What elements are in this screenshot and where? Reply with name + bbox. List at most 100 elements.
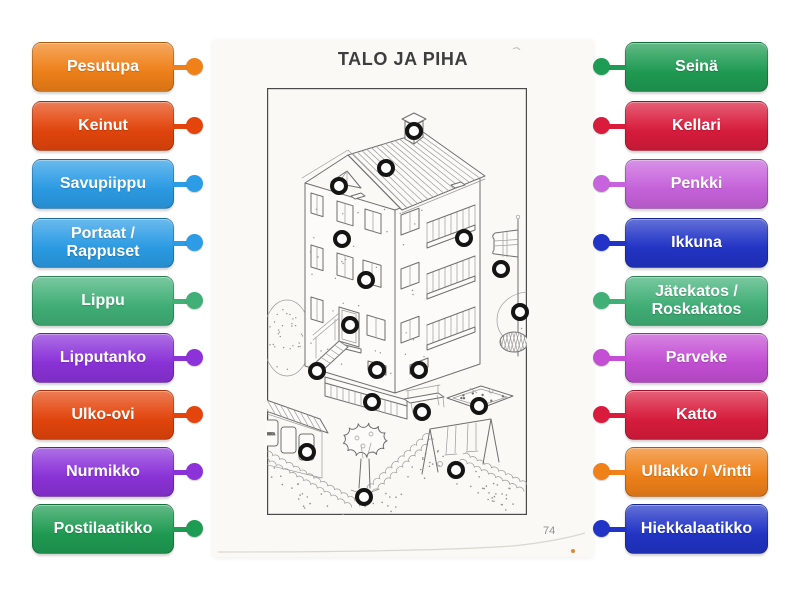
word-label-right-2[interactable]: Penkki [593, 159, 768, 209]
word-label-box[interactable]: Katto [625, 390, 768, 440]
word-label-left-7[interactable]: Nurmikko [32, 447, 206, 497]
drop-marker-flagpole[interactable] [510, 302, 529, 321]
connector-stub [603, 240, 627, 246]
word-label-text: Ulko-ovi [71, 406, 135, 424]
connector-dot [186, 349, 203, 366]
word-label-text: Lipputanko [59, 349, 147, 367]
connector-dot [186, 292, 203, 309]
word-label-text: Savupiippu [59, 175, 147, 193]
word-label-box[interactable]: Ikkuna [625, 218, 768, 268]
word-label-box[interactable]: Seinä [625, 42, 768, 92]
drop-marker-front-door[interactable] [340, 315, 359, 334]
connector-stub [172, 355, 196, 361]
word-label-left-5[interactable]: Lipputanko [32, 333, 206, 383]
roof-hatch-1 [350, 192, 366, 200]
connector-dot [593, 175, 610, 192]
drop-marker-wall[interactable] [332, 229, 351, 248]
word-label-text: Parveke [665, 349, 728, 367]
drop-marker-chimney[interactable] [404, 121, 423, 140]
connector-stub [603, 526, 627, 532]
connector-dot [593, 349, 610, 366]
eaves-line [401, 178, 486, 214]
word-label-box[interactable]: Parveke [625, 333, 768, 383]
word-label-box[interactable]: Portaat / Rappuset [32, 218, 174, 268]
drop-marker-stairs[interactable] [307, 361, 326, 380]
connector-dot [593, 234, 610, 251]
balcony-unit [426, 306, 476, 351]
connector-stub [603, 355, 627, 361]
word-label-left-0[interactable]: Pesutupa [32, 42, 206, 92]
drop-marker-sandbox[interactable] [469, 396, 488, 415]
word-label-text: Kellari [672, 117, 721, 135]
drop-marker-attic-gable[interactable] [329, 176, 348, 195]
drop-marker-storage-shed[interactable] [362, 392, 381, 411]
drop-marker-bench[interactable] [412, 402, 431, 421]
word-label-box[interactable]: Ulko-ovi [32, 390, 174, 440]
connector-stub [172, 181, 196, 187]
word-label-text: Jätekatos / Roskakatos [651, 283, 742, 318]
connector-dot [186, 406, 203, 423]
connector-dot [593, 406, 610, 423]
windows [310, 192, 420, 344]
word-label-left-4[interactable]: Lippu [32, 276, 206, 326]
word-label-box[interactable]: Postilaatikko [32, 504, 174, 554]
stucco-texture [309, 208, 425, 374]
word-label-left-1[interactable]: Keinut [32, 101, 206, 151]
word-label-box[interactable]: Penkki [625, 159, 768, 209]
connector-dot [186, 175, 203, 192]
word-label-left-6[interactable]: Ulko-ovi [32, 390, 206, 440]
word-label-box[interactable]: Lipputanko [32, 333, 174, 383]
word-label-text: Nurmikko [66, 463, 140, 481]
drop-marker-swing[interactable] [446, 460, 465, 479]
word-label-box[interactable]: Hiekkalaatikko [625, 504, 768, 554]
connector-stub [172, 469, 196, 475]
apartment-house [301, 112, 486, 394]
word-label-box[interactable]: Jätekatos / Roskakatos [625, 276, 768, 326]
word-label-box[interactable]: Pesutupa [32, 42, 174, 92]
connector-stub [603, 469, 627, 475]
drop-marker-lawn[interactable] [354, 487, 373, 506]
flag-cross [493, 231, 519, 258]
word-label-right-4[interactable]: Jätekatos / Roskakatos [593, 276, 768, 326]
drop-marker-window[interactable] [356, 270, 375, 289]
connector-dot [186, 58, 203, 75]
word-label-right-7[interactable]: Ullakko / Vintti [593, 447, 768, 497]
scan-speck [571, 549, 575, 553]
page-number: 74 [543, 525, 556, 537]
word-label-left-3[interactable]: Portaat / Rappuset [32, 218, 206, 268]
word-label-right-3[interactable]: Ikkuna [593, 218, 768, 268]
ground-patches [267, 291, 527, 515]
connector-dot [593, 463, 610, 480]
connector-stub [603, 298, 627, 304]
word-label-box[interactable]: Ullakko / Vintti [625, 447, 768, 497]
word-label-right-6[interactable]: Katto [593, 390, 768, 440]
connector-stub [172, 298, 196, 304]
word-label-right-1[interactable]: Kellari [593, 101, 768, 151]
word-label-left-8[interactable]: Postilaatikko [32, 504, 206, 554]
word-label-right-5[interactable]: Parveke [593, 333, 768, 383]
drop-marker-roof[interactable] [376, 158, 395, 177]
worksheet-title: TALO JA PIHA [337, 49, 469, 69]
worksheet-page: TALO JA PIHA [213, 40, 593, 557]
gable-overhang [301, 149, 407, 208]
drop-marker-balcony[interactable] [454, 228, 473, 247]
word-label-box[interactable]: Savupiippu [32, 159, 174, 209]
connector-stub [172, 240, 196, 246]
word-label-text: Hiekkalaatikko [640, 520, 753, 538]
word-label-right-0[interactable]: Seinä [593, 42, 768, 92]
drop-marker-cellar-window-1[interactable] [367, 360, 386, 379]
word-label-text: Pesutupa [66, 58, 139, 76]
word-label-box[interactable]: Lippu [32, 276, 174, 326]
word-label-left-2[interactable]: Savupiippu [32, 159, 206, 209]
drop-marker-cellar-window-2[interactable] [409, 360, 428, 379]
connector-stub [172, 412, 196, 418]
word-label-box[interactable]: Kellari [625, 101, 768, 151]
word-label-box[interactable]: Nurmikko [32, 447, 174, 497]
drop-marker-flag[interactable] [491, 259, 510, 278]
tree [342, 422, 388, 494]
drop-marker-waste-shelter[interactable] [297, 442, 316, 461]
word-label-box[interactable]: Keinut [32, 101, 174, 151]
word-label-right-8[interactable]: Hiekkalaatikko [593, 504, 768, 554]
connector-stub [603, 123, 627, 129]
balcony-unit [426, 255, 476, 300]
